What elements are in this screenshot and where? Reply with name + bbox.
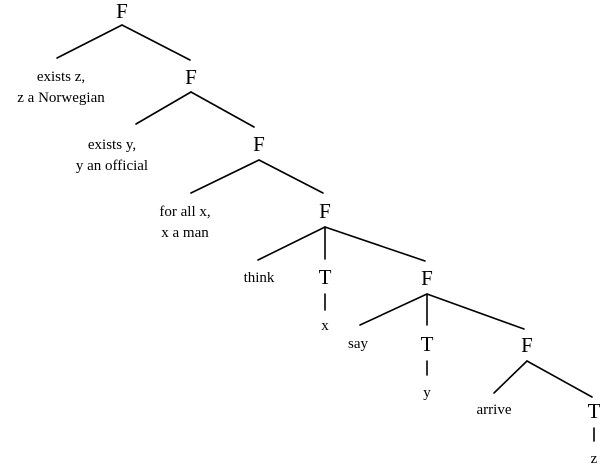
node-t-x: T (318, 265, 332, 289)
quant-y-line2: y an official (75, 158, 149, 174)
edge-f6-t-z (526, 360, 593, 398)
edge-root-f2 (121, 24, 191, 61)
edge-f4-think (257, 226, 326, 261)
edge-root-quant-z (56, 24, 123, 59)
quant-z-line2: z a Norwegian (17, 90, 105, 106)
node-f5: F (421, 266, 433, 290)
node-t-y: T (420, 332, 434, 356)
edge-f6-arrive (493, 360, 528, 394)
edge-f5-say (359, 293, 428, 326)
edge-f2-quant-y (135, 91, 192, 125)
leaf-var-y: y (423, 385, 431, 401)
edge-f3-quant-x (190, 159, 260, 194)
leaf-var-z: z (590, 451, 598, 467)
edge-f2-f3 (190, 91, 255, 128)
node-f3: F (253, 132, 265, 156)
leaf-arrive: arrive (476, 402, 512, 418)
quant-x-line2: x a man (161, 225, 209, 241)
node-f2: F (185, 65, 197, 89)
node-root-f: F (116, 0, 128, 23)
leaf-think: think (243, 270, 275, 286)
edge-f3-f4 (258, 159, 324, 194)
leaf-quant-z: exists z, z a Norwegian (17, 67, 104, 109)
edge-f4-f5 (324, 226, 426, 262)
leaf-say: say (348, 336, 368, 352)
node-t-z: T (587, 399, 600, 423)
node-f4: F (319, 199, 331, 223)
quant-y-line1: exists y, (87, 137, 137, 153)
edge-f5-f6 (426, 293, 525, 330)
quant-x-line1: for all x, (159, 204, 211, 220)
leaf-quant-x: for all x, x a man (159, 202, 210, 244)
quant-z-line1: exists z, (36, 69, 86, 85)
leaf-quant-y: exists y, y an official (76, 135, 148, 177)
node-f6: F (521, 333, 533, 357)
leaf-var-x: x (321, 318, 329, 334)
